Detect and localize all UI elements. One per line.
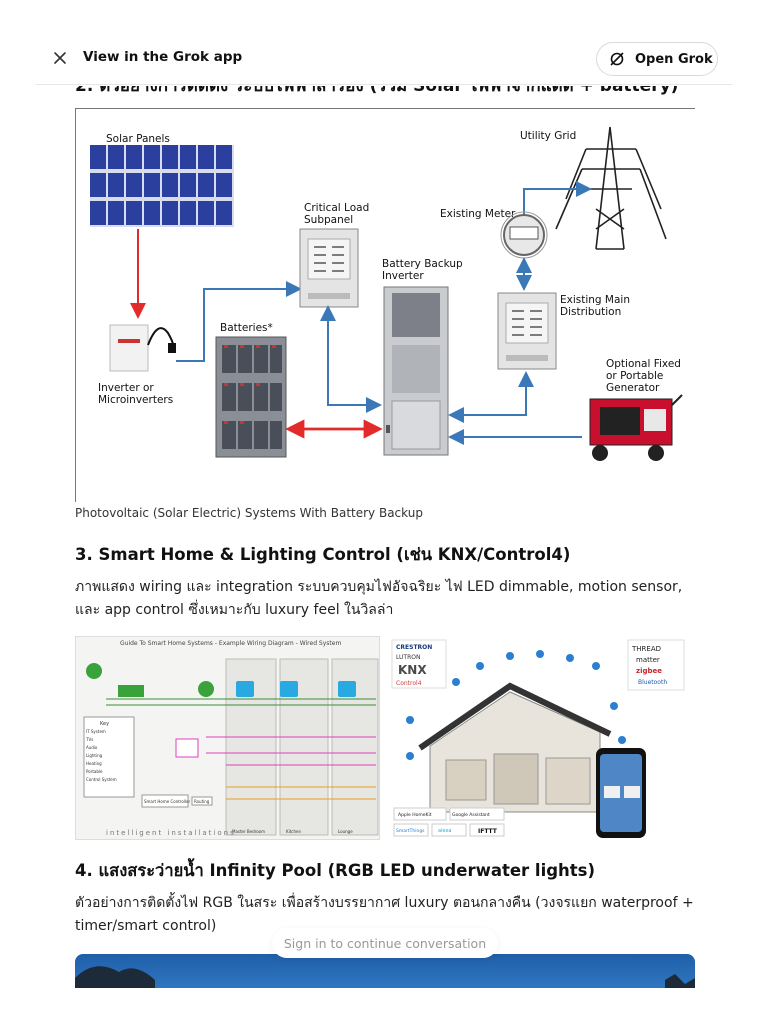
- protocol-matter: matter: [636, 656, 660, 664]
- subpanel-icon: [299, 228, 359, 308]
- label-optional-fixed: Optional Fixed: [606, 358, 681, 370]
- inverter-icon: [109, 324, 176, 372]
- top-bar: View in the Grok app Open Grok: [0, 0, 768, 86]
- label-microinverters: Microinverters: [98, 394, 173, 406]
- label-existing-main: Existing Main: [560, 294, 630, 306]
- open-grok-button[interactable]: Open Grok: [596, 42, 718, 76]
- key-item-it: IT System: [86, 729, 106, 734]
- meter-icon: [500, 211, 548, 259]
- section3-title: 3. Smart Home & Lighting Control (เช่น K…: [75, 545, 571, 564]
- label-battery-backup: Battery Backup: [382, 258, 463, 270]
- section4-title: 4. แสงสระว่ายน้ำ Infinity Pool (RGB LED …: [75, 861, 596, 880]
- wiring-key-title: Key: [100, 721, 109, 727]
- assistant-google: Google Assistant: [452, 812, 490, 818]
- key-item-control: Control System: [86, 777, 117, 782]
- key-item-heating: Heating: [86, 761, 102, 766]
- utility-tower-icon: [555, 126, 667, 250]
- brand-crestron: CRESTRON: [396, 644, 432, 651]
- room-label-lounge: Lounge: [338, 829, 353, 834]
- sign-in-label: Sign in to continue conversation: [283, 935, 487, 951]
- label-distribution: Distribution: [560, 306, 621, 318]
- generator-icon: [589, 394, 683, 461]
- assistant-alexa: alexa: [438, 828, 451, 834]
- label-generator: Generator: [606, 382, 660, 394]
- protocol-zigbee: zigbee: [636, 667, 662, 675]
- key-item-portable: Portable: [86, 769, 103, 774]
- close-icon[interactable]: [50, 48, 70, 68]
- key-item-audio: Audio: [86, 745, 98, 750]
- label-inverter: Inverter: [382, 270, 424, 282]
- label-batteries: Batteries*: [220, 322, 273, 334]
- intelligent-installations-logo: intelligent installations: [106, 829, 236, 837]
- room-label-master: Master Bedroom: [232, 829, 265, 834]
- solar-panels-icon: [90, 145, 234, 227]
- key-item-lighting: Lighting: [86, 753, 103, 758]
- main-distribution-icon: [497, 292, 557, 370]
- smart-home-controller-label: Smart Home Controller: [144, 799, 190, 804]
- smart-home-house-image: CRESTRON LUTRON KNX Control4 THREAD matt…: [390, 636, 686, 840]
- assistant-homekit: Apple HomeKit: [398, 812, 432, 818]
- room-label-kitchen: Kitchen: [286, 829, 301, 834]
- battery-backup-inverter-icon: [383, 286, 449, 456]
- key-item-tvs: TVs: [85, 737, 93, 742]
- batteries-icon: [215, 336, 287, 458]
- diagram1-caption: Photovoltaic (Solar Electric) Systems Wi…: [75, 506, 423, 520]
- label-utility-grid: Utility Grid: [520, 130, 576, 142]
- wiring-diagram-image: Guide To Smart Home Systems - Example Wi…: [75, 636, 380, 840]
- section4-paragraph: ตัวอย่างการติดตั้งไฟ RGB ในสระ เพื่อสร้า…: [75, 895, 694, 934]
- section3-paragraph: ภาพแสดง wiring และ integration ระบบควบคุ…: [75, 579, 683, 618]
- brand-control4: Control4: [396, 680, 422, 687]
- brand-lutron: LUTRON: [396, 654, 420, 661]
- assistant-ifttt: IFTTT: [478, 828, 498, 835]
- open-grok-label: Open Grok: [635, 51, 713, 67]
- grok-logo-icon: [610, 52, 624, 66]
- solar-battery-diagram: Solar Panels Inverter or Microinverters …: [75, 108, 695, 502]
- protocol-thread: THREAD: [631, 645, 661, 653]
- assistant-smartthings: SmartThings: [396, 828, 425, 834]
- topbar-divider: [36, 84, 732, 85]
- pool-image: [75, 954, 695, 988]
- sign-in-prompt[interactable]: Sign in to continue conversation: [272, 928, 498, 958]
- label-solar-panels: Solar Panels: [106, 133, 170, 145]
- protocol-bluetooth: Bluetooth: [638, 679, 667, 686]
- label-or-portable: or Portable: [606, 370, 663, 382]
- routing-label: Routing: [194, 799, 210, 804]
- label-inverter-or: Inverter or: [98, 382, 154, 394]
- label-subpanel: Subpanel: [304, 214, 353, 226]
- view-in-app-link[interactable]: View in the Grok app: [83, 49, 243, 65]
- label-critical-load: Critical Load: [304, 202, 369, 214]
- brand-knx: KNX: [398, 663, 427, 677]
- label-existing-meter: Existing Meter: [440, 208, 516, 220]
- wiring-diagram-title: Guide To Smart Home Systems - Example Wi…: [120, 640, 341, 647]
